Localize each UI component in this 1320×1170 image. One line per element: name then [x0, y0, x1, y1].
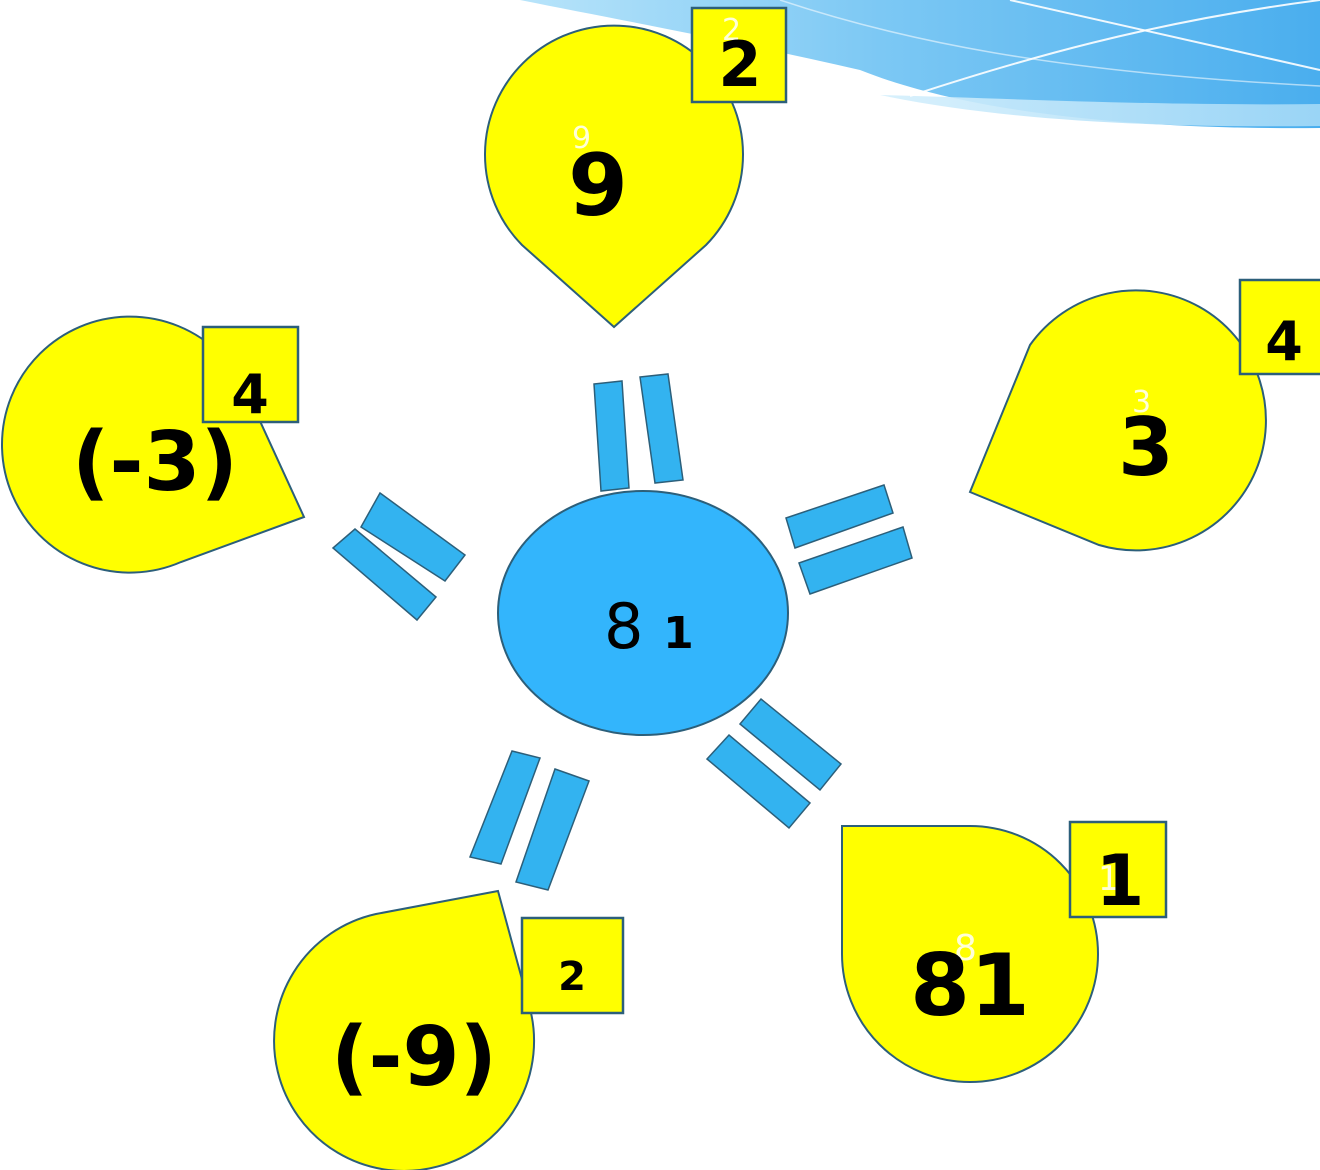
drop-base-bottom-left: (-9)	[331, 1010, 497, 1105]
ghost-exponent-bottom-right: 1	[1098, 859, 1120, 899]
drop-base-left: (-3)	[72, 415, 238, 510]
center-number: 8	[604, 590, 643, 663]
drop-right: 3 3 4	[968, 278, 1320, 552]
drop-base-right: 3	[1118, 401, 1174, 494]
equals-sign-right	[785, 484, 913, 595]
exponent-right: 4	[1265, 310, 1303, 373]
exponent-box-right	[1238, 278, 1320, 376]
exponent-box-bottom-left	[520, 916, 625, 1015]
exponent-bottom-left: 2	[558, 954, 586, 1000]
center-ellipse	[497, 490, 789, 736]
equals-sign-bottom-right	[705, 697, 843, 830]
ghost-base-right: 3	[1132, 385, 1151, 420]
svg-text:8 1: 8 1	[604, 590, 694, 663]
exponent-left: 4	[231, 363, 269, 426]
ghost-base-top: 9	[572, 121, 591, 156]
drop-base-top: 9	[568, 136, 628, 236]
exponent-box-top	[690, 6, 788, 104]
drop-bottom-left: (-9) 2	[273, 889, 625, 1170]
drop-top: 9 9 2 2	[484, 6, 788, 329]
ghost-exponent-top: 2	[722, 13, 741, 48]
exponent-bottom-right: 1	[1096, 840, 1145, 922]
drop-left: (-3) 4	[1, 315, 306, 574]
equals-sign-left	[331, 491, 467, 622]
drop-bottom-right: 8 81 1 1	[841, 820, 1168, 1083]
drop-base-bottom-right: 81	[910, 936, 1030, 1036]
exponent-top: 2	[718, 28, 761, 101]
center-exponent: 1	[663, 608, 694, 659]
equals-sign-top	[593, 373, 684, 492]
exponent-box-bottom-right	[1068, 820, 1168, 919]
center-value: 8 1	[497, 490, 789, 736]
exponent-box-left	[201, 325, 300, 424]
ghost-base-bottom-right: 8	[954, 928, 977, 969]
equals-sign-bottom-left	[468, 750, 590, 891]
